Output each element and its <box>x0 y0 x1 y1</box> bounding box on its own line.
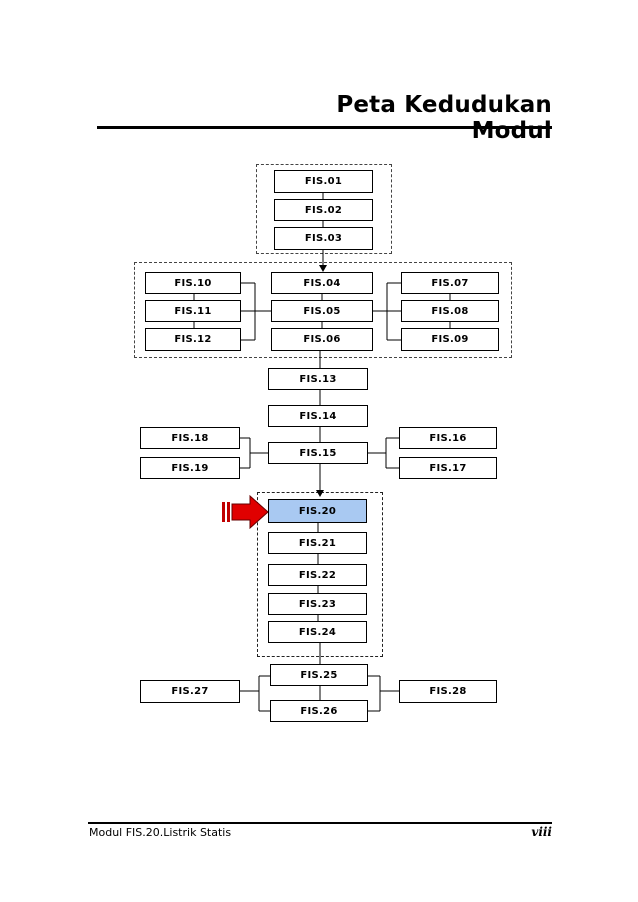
current-module-arrow-icon <box>222 494 269 530</box>
title-divider <box>97 126 552 129</box>
module-fis-16: FIS.16 <box>399 427 497 449</box>
footer-module-name: Modul FIS.20.Listrik Statis <box>89 826 232 839</box>
module-fis-25: FIS.25 <box>270 664 368 686</box>
module-fis-06: FIS.06 <box>271 328 373 351</box>
page-number: viii <box>531 825 552 839</box>
module-fis-14: FIS.14 <box>268 405 368 427</box>
module-fis-15: FIS.15 <box>268 442 368 464</box>
module-fis-08: FIS.08 <box>401 300 499 322</box>
module-fis-02: FIS.02 <box>274 199 373 221</box>
module-fis-23: FIS.23 <box>268 593 367 615</box>
module-fis-21: FIS.21 <box>268 532 367 554</box>
module-fis-20-current: FIS.20 <box>268 499 367 523</box>
module-fis-22: FIS.22 <box>268 564 367 586</box>
module-fis-19: FIS.19 <box>140 457 240 479</box>
module-fis-18: FIS.18 <box>140 427 240 449</box>
arrowhead-01 <box>319 265 327 272</box>
module-fis-27: FIS.27 <box>140 680 240 703</box>
module-fis-10: FIS.10 <box>145 272 241 294</box>
module-fis-07: FIS.07 <box>401 272 499 294</box>
module-fis-12: FIS.12 <box>145 328 241 351</box>
module-fis-11: FIS.11 <box>145 300 241 322</box>
module-fis-26: FIS.26 <box>270 700 368 722</box>
module-fis-05: FIS.05 <box>271 300 373 322</box>
module-fis-24: FIS.24 <box>268 621 367 643</box>
footer-divider <box>88 822 552 824</box>
module-fis-09: FIS.09 <box>401 328 499 351</box>
arrowhead-02 <box>316 490 324 497</box>
module-fis-13: FIS.13 <box>268 368 368 390</box>
module-fis-28: FIS.28 <box>399 680 497 703</box>
module-fis-01: FIS.01 <box>274 170 373 193</box>
page-title: Peta Kedudukan Modul <box>336 92 552 144</box>
module-fis-03: FIS.03 <box>274 227 373 250</box>
group-fis-01-03 <box>256 164 392 254</box>
module-fis-04: FIS.04 <box>271 272 373 294</box>
module-fis-17: FIS.17 <box>399 457 497 479</box>
